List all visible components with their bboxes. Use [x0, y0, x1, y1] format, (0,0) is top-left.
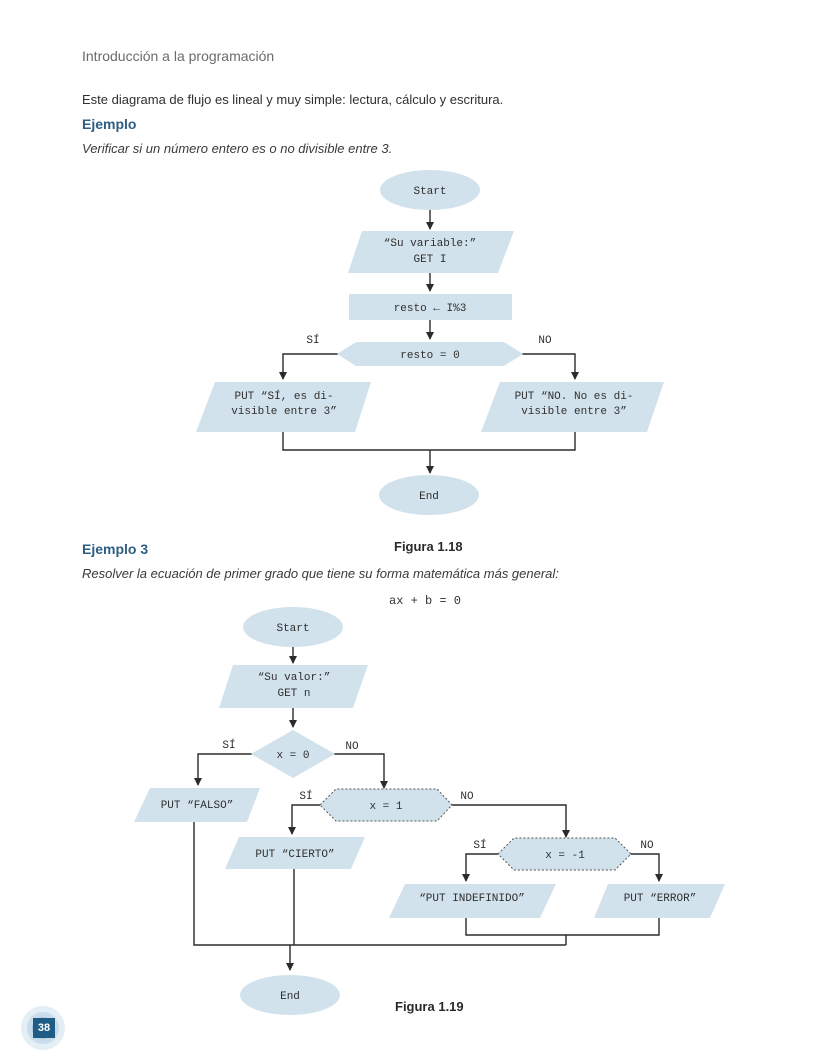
- yes-label: SÍ: [306, 333, 319, 347]
- example-heading: Ejemplo: [82, 116, 137, 132]
- flow-merge-line: [465, 918, 660, 936]
- page-number: 38: [33, 1018, 55, 1038]
- no-label: NO: [538, 335, 552, 347]
- decision2-label: x = 1: [369, 801, 402, 813]
- input-label-line2: GET I: [413, 254, 446, 266]
- decision3-label: x = -1: [545, 850, 585, 862]
- running-header: Introducción a la programación: [82, 48, 275, 64]
- example-description: Verificar si un número entero es o no di…: [82, 141, 393, 156]
- flow-arrow-yes: [194, 753, 252, 786]
- output-false-label: PUT “FALSO”: [161, 800, 234, 812]
- no-label: NO: [460, 791, 474, 803]
- flow-arrow-no: [334, 753, 388, 789]
- input-label-line2: GET n: [277, 688, 310, 700]
- flow-merge-line: [282, 432, 576, 451]
- output-true-label: PUT “CIERTO”: [255, 849, 334, 861]
- figure-caption: Figura 1.18: [394, 539, 463, 554]
- flow-arrow-yes: [288, 804, 320, 835]
- output-no-line1: PUT “NO. No es di-: [515, 391, 634, 403]
- start-label: Start: [413, 186, 446, 198]
- start-label: Start: [276, 623, 309, 635]
- no-label: NO: [640, 840, 654, 852]
- process-box: [349, 294, 512, 320]
- flow-arrow-no: [630, 853, 663, 882]
- output-indef-label: “PUT INDEFINIDO”: [419, 893, 525, 905]
- yes-label: SÍ: [473, 838, 486, 852]
- decision-hexagon: [337, 342, 523, 366]
- output-true-parallelogram: [225, 837, 365, 869]
- figure-caption: Figura 1.19: [395, 999, 464, 1014]
- decision2-hexagon: [319, 788, 453, 822]
- flow-arrow-no: [450, 804, 570, 838]
- input-label-line1: “Su valor:”: [258, 672, 331, 684]
- decision-label: resto = 0: [400, 350, 459, 362]
- input-label-line1: “Su variable:”: [384, 238, 476, 250]
- flowchart-figure-1-18: Start “Su variable:” GET I resto ← I%3 r…: [196, 170, 664, 515]
- flow-merge-line: [193, 822, 566, 946]
- output-no-parallelogram: [481, 382, 664, 432]
- end-terminal: [240, 975, 340, 1015]
- output-yes-line1: PUT “SÍ, es di-: [234, 389, 333, 403]
- start-terminal: [243, 607, 343, 647]
- output-indefinido-parallelogram: [389, 884, 556, 918]
- input-parallelogram: [219, 665, 368, 708]
- input-parallelogram: [348, 231, 514, 273]
- decision3-hexagon: [497, 837, 632, 871]
- example-description: Resolver la ecuación de primer grado que…: [82, 566, 559, 581]
- equation: ax + b = 0: [389, 594, 462, 608]
- output-false-parallelogram: [134, 788, 260, 822]
- no-label: NO: [345, 741, 359, 753]
- intro-paragraph: Este diagrama de flujo es lineal y muy s…: [82, 92, 504, 107]
- decision1-label: x = 0: [276, 750, 309, 762]
- flow-arrow-no: [522, 353, 579, 380]
- decision-diamond: [251, 730, 335, 778]
- output-yes-parallelogram: [196, 382, 371, 432]
- yes-label: SÍ: [222, 738, 235, 752]
- output-no-line2: visible entre 3”: [521, 406, 627, 418]
- flow-arrow-yes: [462, 853, 500, 882]
- flow-arrow-yes: [279, 353, 338, 380]
- end-label: End: [280, 991, 300, 1003]
- end-label: End: [419, 491, 439, 503]
- output-yes-line2: visible entre 3”: [231, 406, 337, 418]
- process-label: resto ← I%3: [394, 303, 467, 315]
- yes-label: SÍ: [299, 789, 312, 803]
- output-error-parallelogram: [594, 884, 725, 918]
- start-terminal: [380, 170, 480, 210]
- end-terminal: [379, 475, 479, 515]
- example-heading: Ejemplo 3: [82, 541, 149, 557]
- output-error-label: PUT “ERROR”: [624, 893, 697, 905]
